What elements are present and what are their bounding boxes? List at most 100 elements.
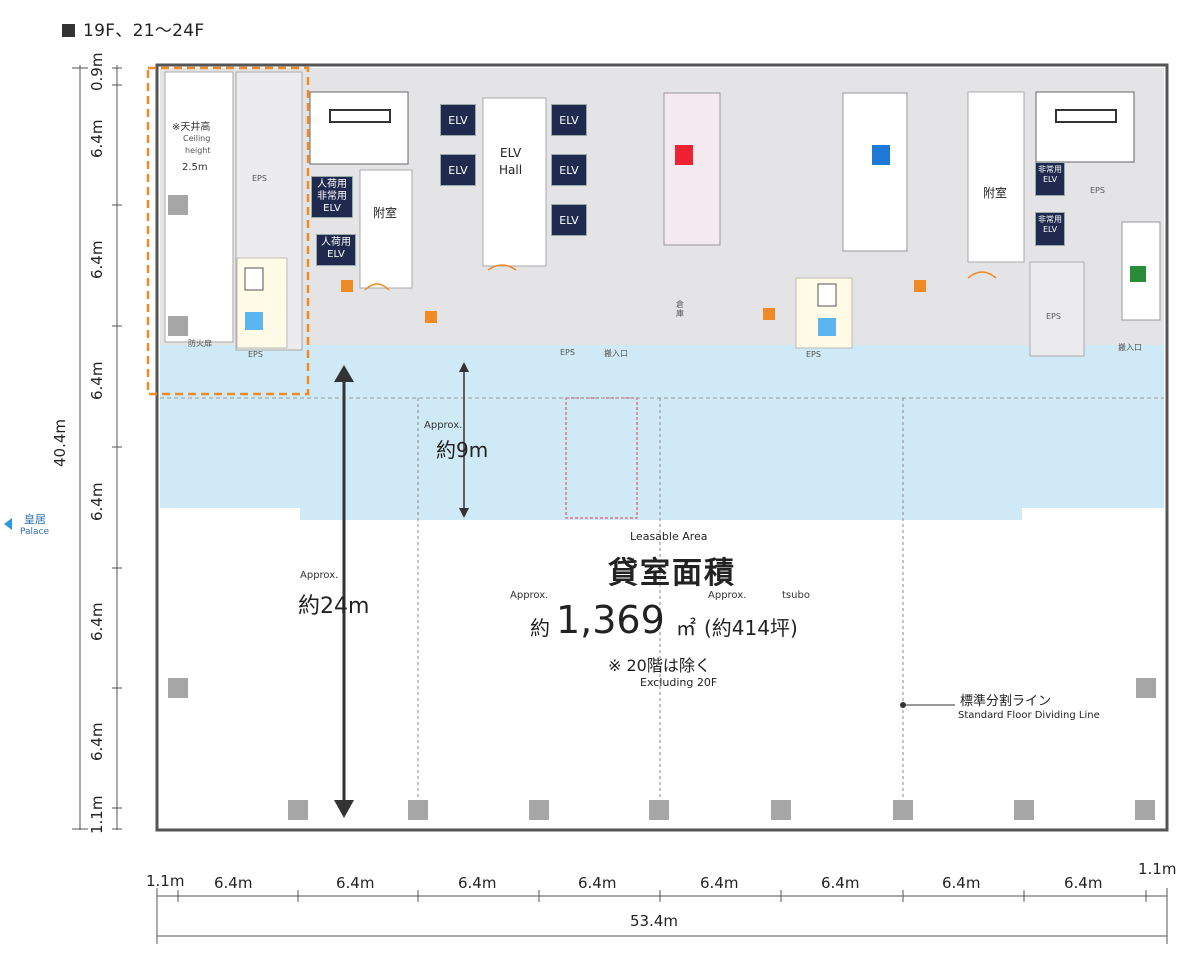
depth-9-approx: Approx. [424,420,463,431]
depth-24-value: 約24m [298,594,370,619]
ceiling-value: 2.5m [182,162,208,173]
leasable-unit: ㎡ [676,616,696,640]
column [771,800,791,820]
stairs-left [309,91,409,165]
ceiling-en1: Ceiling [183,134,211,143]
bottom-total: 53.4m [630,912,679,930]
column [168,316,188,336]
elv-hall-label-1: ELV [500,146,522,160]
leasable-en: Leasable Area [630,530,708,543]
bottom-dim: 6.4m [1064,874,1103,892]
eps-label: EPS [806,350,821,359]
palace-jp: 皇居 [24,513,46,526]
ceiling-en2: height [185,146,211,155]
orange-marker [341,280,353,292]
heading-square-icon [62,24,75,37]
eps-label: EPS [248,350,263,359]
eps-label: EPS [1046,312,1061,321]
toilet-female [663,92,721,246]
leasable-approx-right: Approx. [708,590,747,601]
floor-heading: 19F、21〜24F [62,16,204,41]
dividing-line-jp: 標準分割ライン [960,694,1052,709]
left-dim: 6.4m [88,482,106,521]
bottom-dim: 6.4m [336,874,375,892]
column [529,800,549,820]
orange-marker [425,311,437,323]
left-dim: 6.4m [88,240,106,279]
bottom-dim: 6.4m [458,874,497,892]
bottom-dim: 6.4m [578,874,617,892]
leasable-note-jp: ※ 20階は除く [608,656,711,675]
male-sign-icon [872,145,890,165]
orange-marker [914,280,926,292]
bottom-dim: 1.1m [146,872,185,890]
column [893,800,913,820]
orange-marker [763,308,775,320]
dividing-line-en: Standard Floor Dividing Line [958,710,1100,721]
column [408,800,428,820]
elevator: ELV [440,104,476,136]
leasable-tsubo-value: (約414坪) [704,616,798,640]
bottom-dim: 6.4m [821,874,860,892]
column [649,800,669,820]
hannyu-label: 搬入口 [604,349,628,358]
depth-9-value: 約9m [436,438,489,462]
elevator: ELV [551,204,587,236]
bottom-dim: 6.4m [942,874,981,892]
left-dim: 6.4m [88,722,106,761]
stairs-right [1035,91,1135,163]
leasable-jp: 貸室面積 [608,556,736,591]
eps-label: EPS [1090,186,1105,195]
leasable-tsubo: tsubo [782,590,810,601]
bottom-dim: 1.1m [1138,860,1177,878]
elevator: ELV [440,154,476,186]
elevator: ELV [551,154,587,186]
bottom-dim: 6.4m [700,874,739,892]
depth-24-approx: Approx. [300,570,339,581]
column [1135,800,1155,820]
column [1136,678,1156,698]
hannyu-label: 搬入口 [1118,343,1142,352]
left-dim: 1.1m [88,795,106,834]
left-dim: 6.4m [88,602,106,641]
heading-text: 19F、21〜24F [83,21,205,41]
column [288,800,308,820]
left-total: 40.4m [51,418,69,467]
fuzoku-room-right [967,91,1025,263]
elv-hall-label-2: Hall [499,163,523,177]
leasable-yaku: 約 [530,616,550,640]
fire-door-label: 防火扉 [188,339,212,348]
elevator: ELV [551,104,587,136]
fuzoku-label: 附室 [983,186,1008,200]
palace-en: Palace [20,527,50,537]
souko-label: 倉庫 [676,300,684,318]
leasable-note-en: Excluding 20F [640,676,718,689]
eps-label: EPS [560,348,575,357]
eps-room-right [1029,261,1085,357]
fuzoku-room-left [359,169,413,289]
left-dim: 6.4m [88,119,106,158]
leasable-area: 1,369 [556,598,665,642]
column [168,678,188,698]
bottom-dim: 6.4m [214,874,253,892]
corridor-area [160,345,1164,520]
ceiling-height-outline [146,66,310,396]
left-dim: 6.4m [88,361,106,400]
column [168,195,188,215]
left-dim: 0.9m [88,52,106,91]
leasable-approx-left: Approx. [510,590,549,601]
fuzoku-label: 附室 [373,206,398,220]
ceiling-jp: ※天井高 [172,122,211,133]
toilet-male [842,92,908,252]
elv-hall-room [482,97,547,267]
palace-arrow-icon [4,518,12,530]
accessible-icon [1130,266,1146,282]
eps-label: EPS [252,174,267,183]
column [1014,800,1034,820]
female-sign-icon [675,145,693,165]
